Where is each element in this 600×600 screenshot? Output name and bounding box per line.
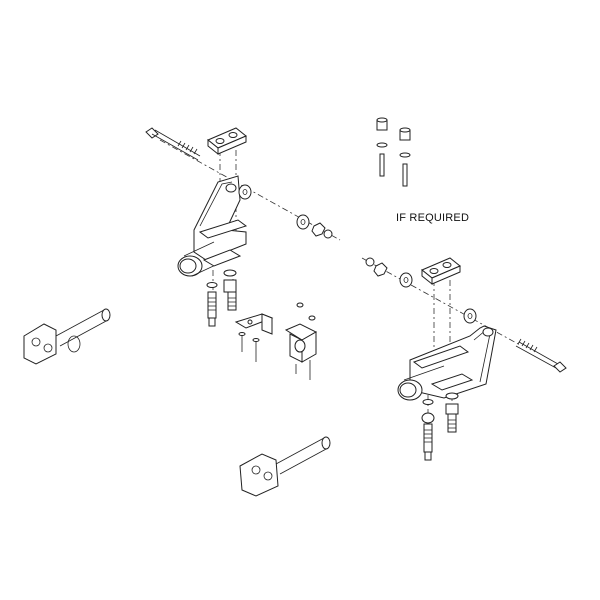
left-top-plate — [207, 127, 247, 156]
left-lower-bolts — [206, 269, 237, 327]
left-long-bolt — [145, 127, 201, 161]
if-required-annotation: IF REQUIRED — [396, 212, 470, 224]
left-tow-bar-pin — [23, 308, 111, 365]
right-washers — [365, 257, 477, 324]
left-frame-bracket — [177, 175, 248, 277]
small-mount-bracket-1 — [234, 313, 274, 362]
right-top-plate — [421, 257, 461, 286]
right-long-bolt — [515, 338, 567, 373]
right-lower-bolts — [421, 392, 459, 461]
upper-right-bolt-set — [376, 117, 411, 187]
left-washers — [238, 184, 333, 239]
bottom-tow-bar-pin — [239, 436, 331, 497]
right-frame-bracket — [397, 325, 497, 401]
small-mount-bracket-2 — [284, 302, 318, 380]
